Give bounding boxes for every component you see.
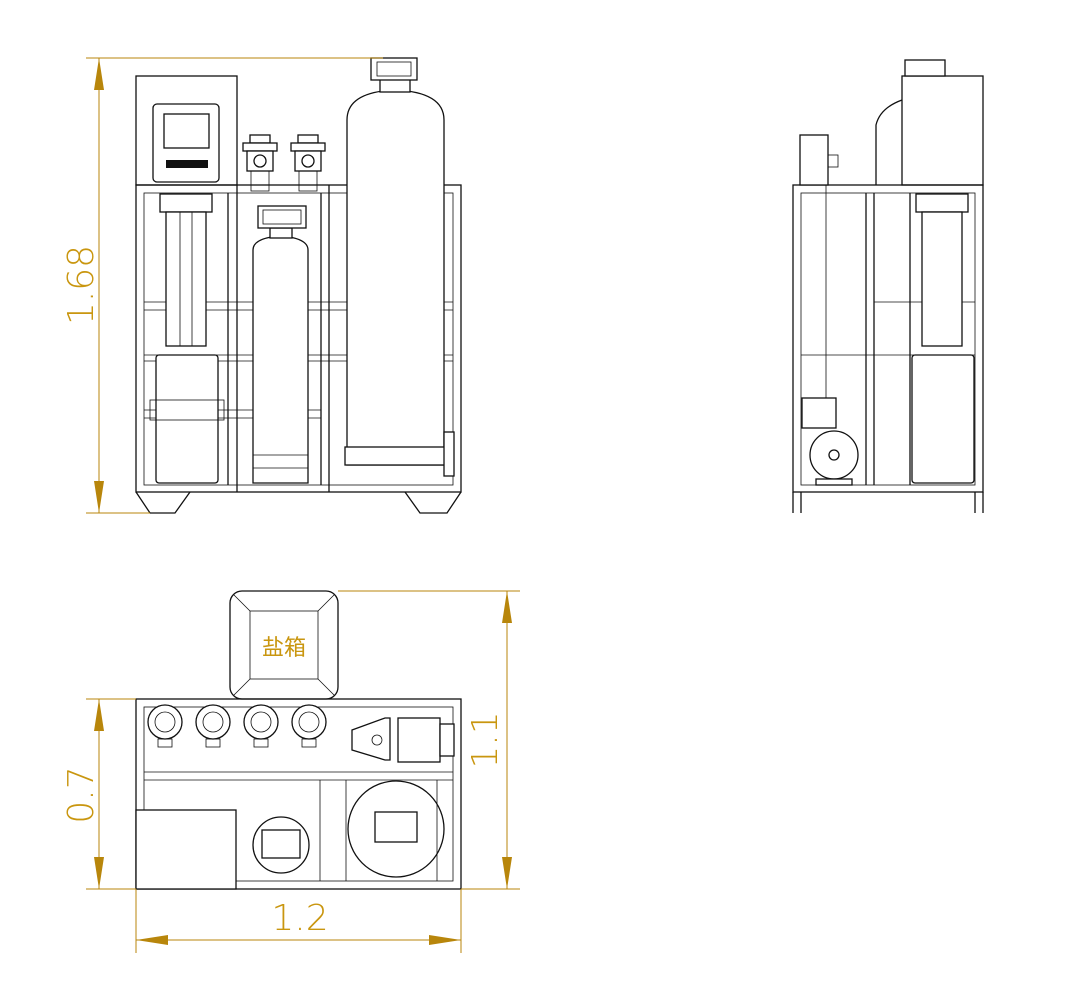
control-valve-small — [257, 205, 307, 229]
filter-valves-top — [147, 704, 327, 748]
frame-top — [135, 698, 462, 890]
dimension-height-front: 1.68 — [61, 57, 383, 514]
filter-housing — [165, 211, 207, 347]
softener-tank-large — [346, 89, 445, 466]
top-view: 盐箱 — [135, 590, 462, 890]
filter-housing-cap — [159, 193, 213, 213]
frame — [135, 184, 462, 493]
display-screen — [163, 113, 210, 149]
salt-box-label: 盐箱 — [262, 636, 306, 661]
filter-housing-cap-side — [915, 193, 969, 213]
filter-valve-right — [290, 134, 326, 192]
filter-housing-side — [921, 211, 963, 347]
control-panel — [152, 103, 220, 183]
side-view — [792, 59, 984, 513]
filter-valve-side — [799, 134, 829, 186]
dimension-depth-top: 0.7 — [61, 698, 136, 890]
pump-motor-top — [351, 717, 455, 763]
water-tank-side — [911, 354, 975, 484]
softener-tank-small — [252, 235, 309, 484]
dimension-width-top: 1.2 — [135, 889, 462, 953]
control-cabinet — [135, 75, 238, 186]
brand-logo — [166, 160, 208, 168]
leg — [135, 491, 191, 514]
control-valve — [370, 57, 418, 81]
front-view — [135, 57, 462, 514]
dimension-overall-depth: 1.1 — [338, 590, 520, 890]
water-tank-small — [155, 354, 219, 484]
valve-side — [904, 59, 946, 77]
control-cabinet-side — [901, 75, 984, 186]
frame-side — [792, 184, 984, 493]
dimension-label: 1.68 — [61, 245, 102, 325]
control-valve-top — [374, 811, 418, 843]
dimension-label: 1.2 — [271, 898, 328, 939]
filter-valve-left — [242, 134, 278, 192]
dimension-label: 1.1 — [465, 711, 506, 768]
dimension-label: 0.7 — [61, 766, 102, 823]
leg — [404, 491, 462, 514]
